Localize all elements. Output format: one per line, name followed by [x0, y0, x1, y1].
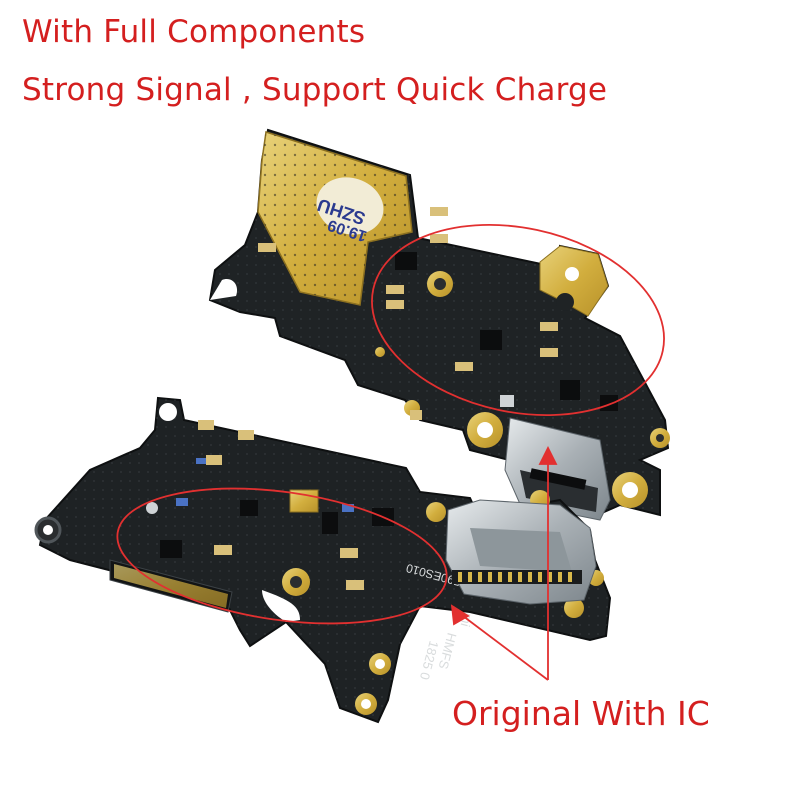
bottom-board-usb-c-port [445, 499, 597, 605]
bottom-board-mount-pads [34, 490, 604, 715]
headline-line-2: Strong Signal , Support Quick Charge [22, 72, 608, 108]
top-charging-board: SZHU 19.09 [208, 128, 670, 521]
highlight-ellipse-bottom [116, 487, 448, 625]
bottom-board-components [146, 420, 394, 590]
pointer-line-bottom [454, 609, 549, 681]
top-board-usb-c-port [504, 417, 611, 521]
top-board-mount-pads [375, 271, 670, 508]
headline-line-1: With Full Components [22, 14, 366, 50]
callout-annotations [116, 223, 665, 681]
bottom-charging-board: 1825 0 HMFS mi 5590ES010 [34, 396, 612, 724]
callout-label: Original With IC [452, 694, 710, 733]
highlight-ellipse-top [371, 223, 665, 417]
